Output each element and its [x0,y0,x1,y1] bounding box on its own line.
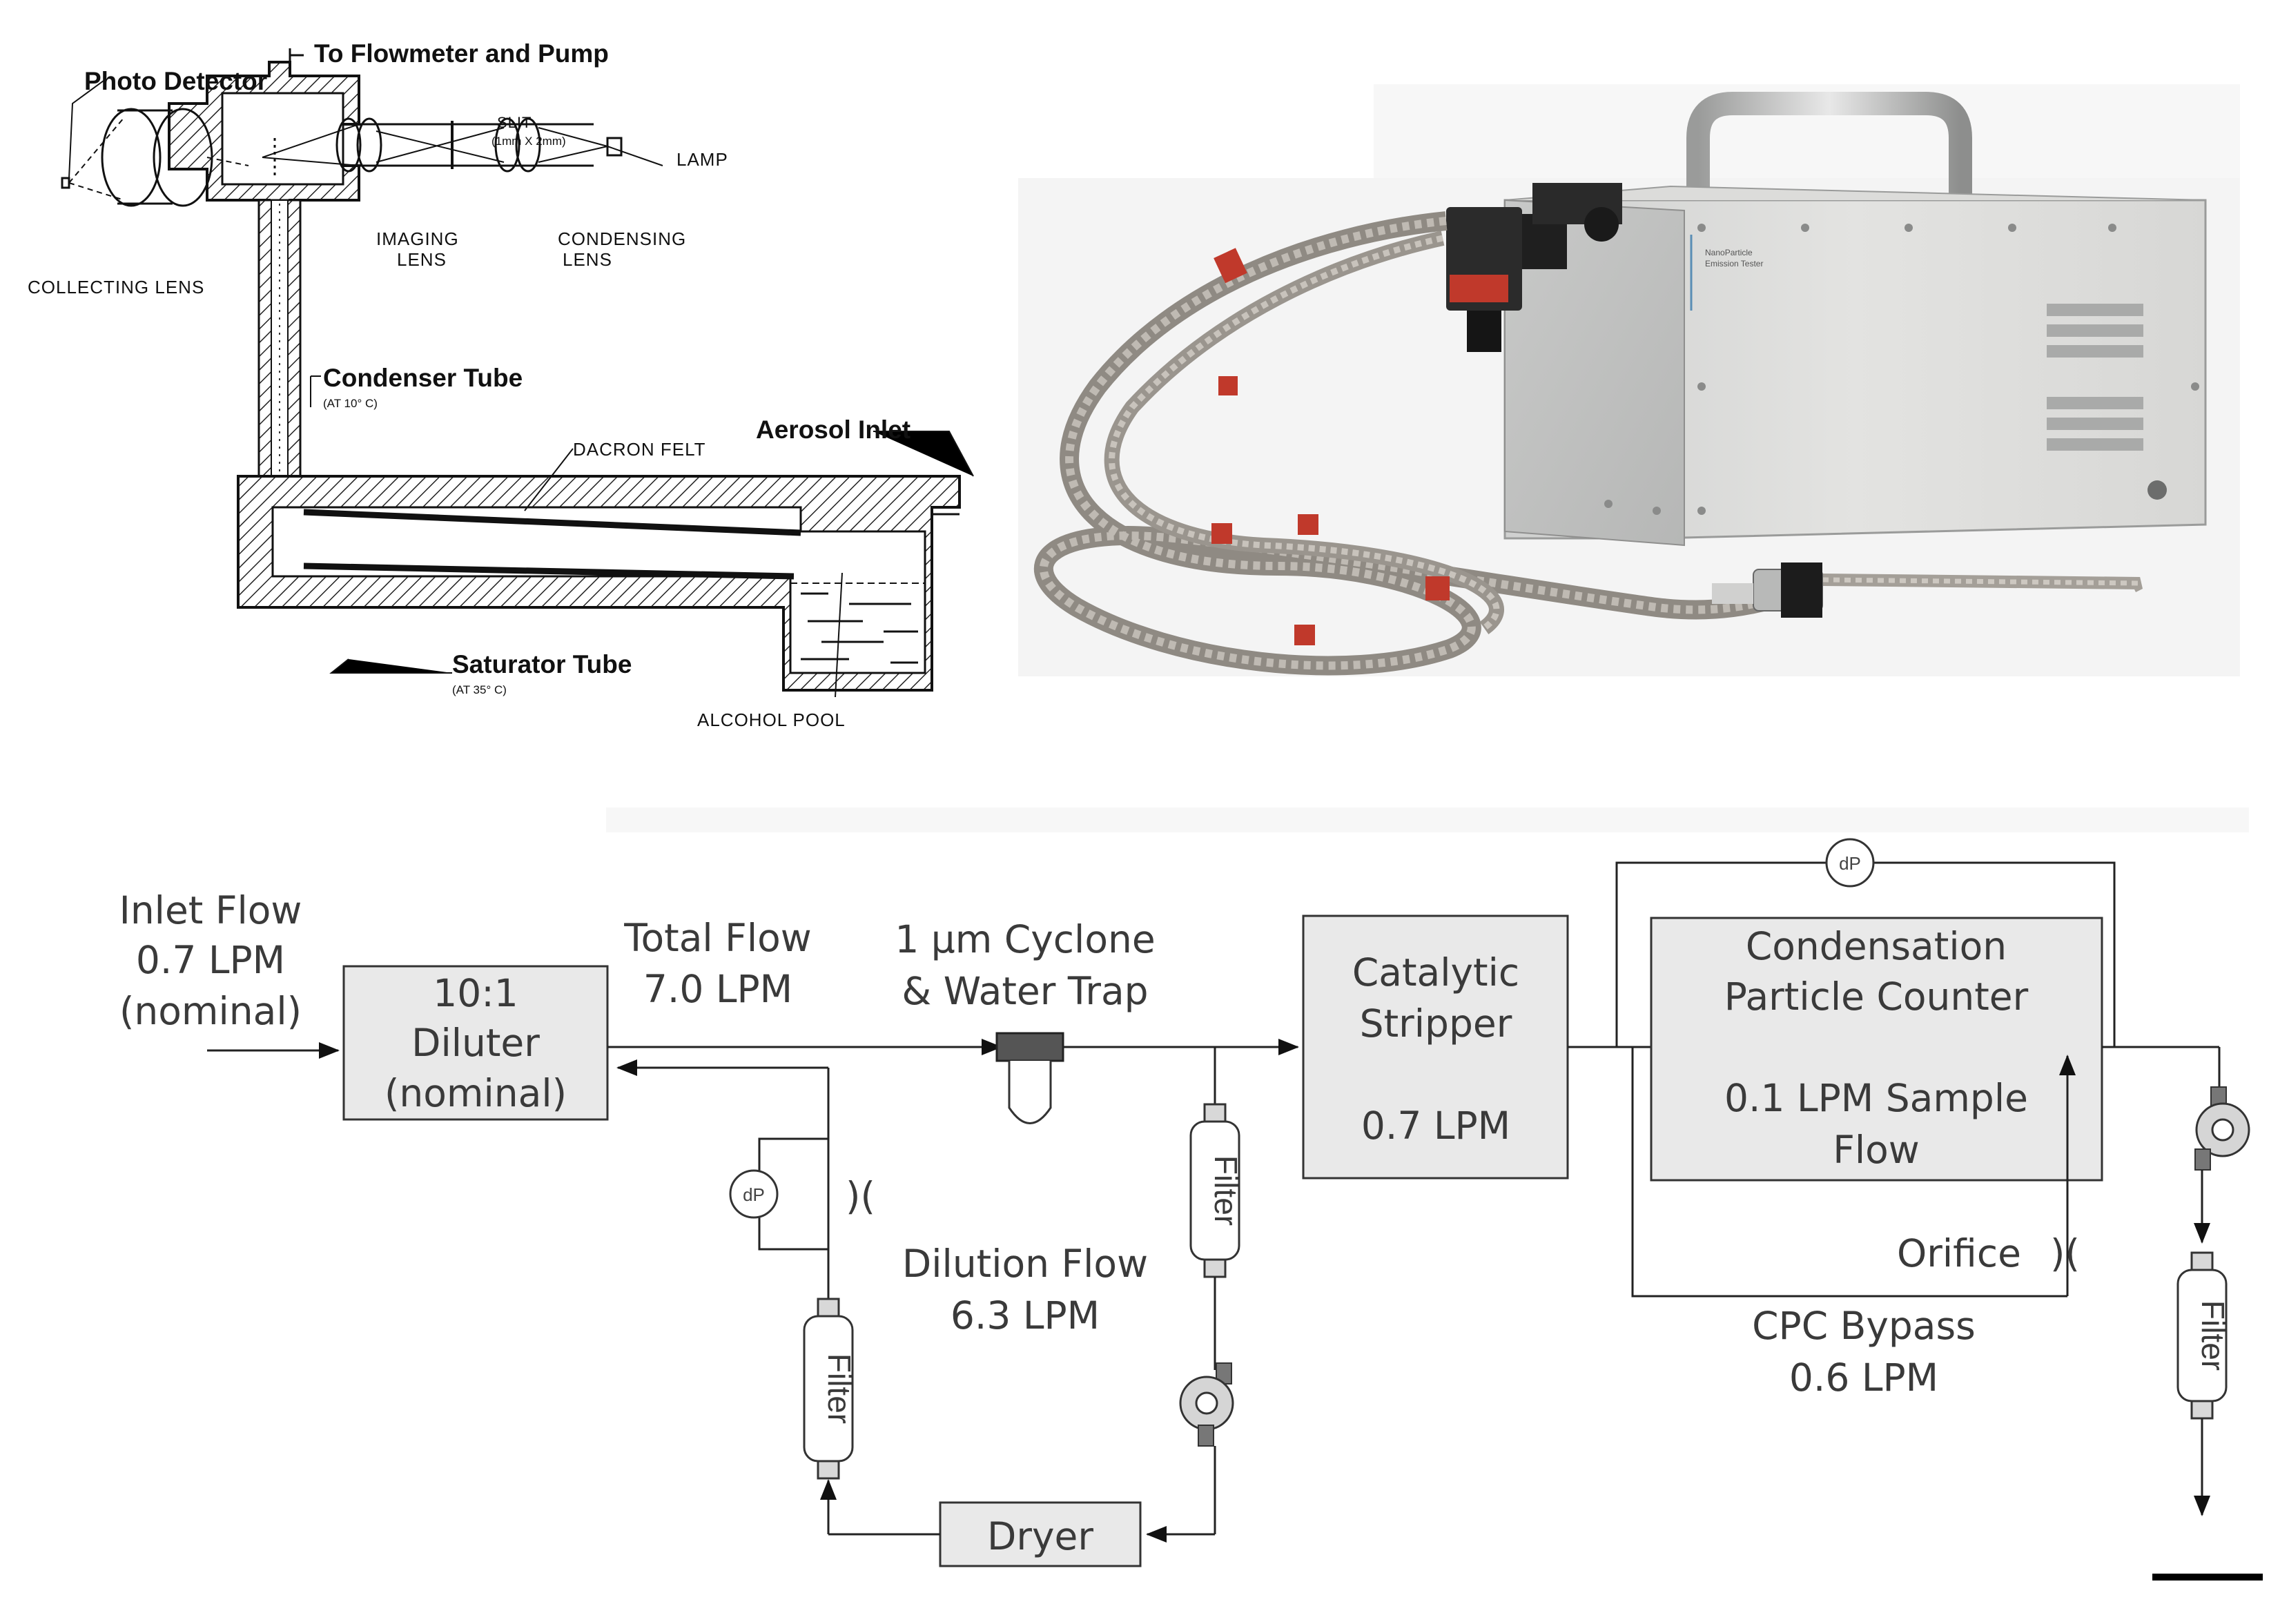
stripper-label-3: 0.7 LPM [1361,1104,1510,1148]
dp-label-left: dP [743,1184,765,1205]
cpc-schematic: Photo Detector To Flowmeter and Pump SLI… [28,39,974,730]
total-flow-label-1: Total Flow [623,916,811,960]
label-photo-detector: Photo Detector [84,67,267,95]
filter-right-label: Filter [2195,1300,2231,1371]
inlet-label-2: 0.7 LPM [136,938,285,982]
diluter-label-1: 10:1 [433,971,518,1015]
dryer-label: Dryer [987,1514,1093,1558]
collecting-lens [61,108,249,207]
dilution-flow-label-1: Dilution Flow [902,1242,1148,1286]
dp-label-right: dP [1839,853,1861,874]
carry-handle [1686,92,1972,219]
label-slit: SLIT [497,114,532,131]
bypass-label-2: 0.6 LPM [1789,1356,1938,1400]
dp-gauge-right: dP [1825,838,1875,888]
inlet-module [1446,183,1622,352]
total-flow-label-2: 7.0 LPM [643,967,792,1011]
filter-middle-label: Filter [1208,1155,1244,1226]
diluter-block: 10:1 Diluter (nominal) [342,965,609,1121]
label-dacron-felt: DACRON FELT [573,439,706,460]
label-imaging-lens-2: LENS [397,249,447,270]
optics-housing [168,61,360,219]
label-condenser-tube: Condenser Tube [323,364,523,392]
cyclone-label-2: & Water Trap [902,969,1148,1013]
panel-label-1: NanoParticle [1705,248,1753,257]
filter-right: Filter [2176,1251,2231,1420]
cyclone-label-1: 1 μm Cyclone [895,917,1155,961]
filter-left-label: Filter [821,1353,857,1424]
label-collecting-lens: COLLECTING LENS [28,277,204,297]
pump-right [2194,1086,2250,1171]
saturator-tube [237,475,961,692]
dp-gauge-left: dP [729,1169,779,1219]
pump-middle [1179,1362,1234,1447]
flow-diagram: Inlet Flow 0.7 LPM (nominal) 10:1 Dilute… [119,808,2263,1581]
label-flowmeter: To Flowmeter and Pump [314,39,609,68]
schematic-labels: Photo Detector To Flowmeter and Pump SLI… [28,39,910,730]
cyclone-water-trap: 1 μm Cyclone & Water Trap [895,917,1156,1124]
cpc-block: Condensation Particle Counter 0.1 LPM Sa… [1650,917,2103,1182]
optical-path [262,48,623,179]
device-photo: NanoParticle Emission Tester [1018,84,2240,676]
filter-left: Filter [803,1298,857,1480]
cpc-label-1: Condensation [1746,924,2007,968]
label-condensing-lens-2: LENS [563,249,612,270]
catalytic-stripper-block: Catalytic Stripper 0.7 LPM [1302,914,1569,1180]
dilution-flow-label-2: 6.3 LPM [951,1293,1100,1338]
panel-label-2: Emission Tester [1705,259,1763,268]
label-saturator-temp: (AT 35° C) [452,683,507,696]
stripper-label-1: Catalytic [1352,950,1519,995]
cpc-label-4: Flow [1833,1128,1920,1172]
alcohol-pool [790,583,925,664]
orifice-symbol-right: )( [2050,1231,2080,1275]
cpc-label-2: Particle Counter [1724,975,2029,1019]
dryer-block: Dryer [939,1501,1142,1567]
instrument-case: NanoParticle Emission Tester [1503,185,2207,547]
condenser-tube [257,199,302,505]
orifice-label: Orifice [1897,1231,2021,1275]
logo-mark [2147,480,2167,500]
label-condenser-temp: (AT 10° C) [323,397,378,410]
stripper-label-2: Stripper [1360,1001,1512,1046]
inlet-label-3: (nominal) [119,989,302,1033]
cpc-bypass-line [1631,1047,2067,1298]
label-aerosol-inlet: Aerosol Inlet [756,415,910,444]
orifice-symbol-left: )( [846,1174,875,1218]
label-condensing-lens-1: CONDENSING [558,228,686,249]
label-alcohol-pool: ALCOHOL POOL [697,710,846,730]
vent-slots [2047,304,2143,451]
inlet-label-1: Inlet Flow [119,888,302,932]
diluter-label-2: Diluter [411,1021,540,1065]
cpc-label-3: 0.1 LPM Sample [1724,1076,2028,1120]
sample-hoses [1034,211,2143,676]
label-saturator-tube: Saturator Tube [452,650,632,678]
label-slit-dim: (1mm X 2mm) [491,135,566,148]
label-imaging-lens-1: IMAGING [376,228,459,249]
diluter-label-3: (nominal) [384,1071,567,1115]
leader-lines [68,54,974,704]
label-lamp: LAMP [676,149,728,170]
bypass-label-1: CPC Bypass [1752,1304,1976,1348]
filter-middle: Filter [1189,1103,1244,1278]
case-screws [1604,224,2199,515]
